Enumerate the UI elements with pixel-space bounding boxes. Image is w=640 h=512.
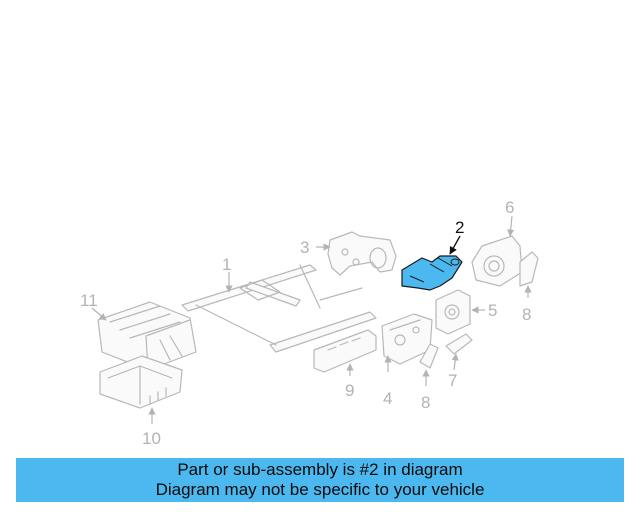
callout-1: 1 bbox=[222, 255, 231, 274]
callout-5: 5 bbox=[488, 301, 497, 320]
callout-10: 10 bbox=[142, 429, 161, 448]
upper-module-part bbox=[97, 301, 197, 371]
callout-8-right: 8 bbox=[522, 305, 531, 324]
callout-6: 6 bbox=[505, 198, 514, 217]
bracket-part bbox=[327, 231, 397, 276]
callout-2: 2 bbox=[455, 218, 464, 237]
control-unit-part bbox=[99, 355, 183, 409]
knob-part-lower bbox=[419, 343, 439, 369]
callout-3: 3 bbox=[300, 238, 309, 257]
callout-7: 7 bbox=[448, 371, 457, 390]
lumbar-unit-part bbox=[471, 235, 523, 287]
callout-8-lower: 8 bbox=[421, 393, 430, 412]
cap-part bbox=[445, 333, 473, 355]
callout-11: 11 bbox=[80, 291, 98, 310]
callout-4: 4 bbox=[383, 389, 392, 408]
switch-part bbox=[313, 329, 377, 373]
info-banner: Part or sub-assembly is #2 in diagram Di… bbox=[16, 458, 624, 502]
highlighted-motor-part bbox=[401, 255, 463, 291]
seat-track-frame bbox=[181, 264, 377, 353]
banner-part-line: Part or sub-assembly is #2 in diagram bbox=[177, 460, 463, 479]
banner-disclaimer-line: Diagram may not be specific to your vehi… bbox=[155, 480, 485, 499]
knob-part-right bbox=[519, 251, 539, 287]
gear-motor-part bbox=[435, 289, 471, 335]
callout-9: 9 bbox=[345, 381, 354, 400]
